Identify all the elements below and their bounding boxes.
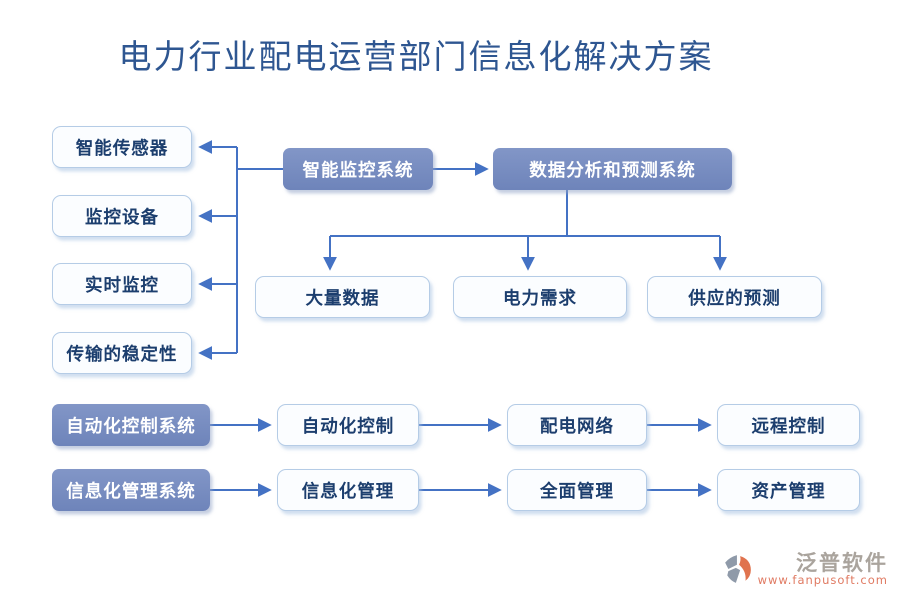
page-title: 电力行业配电运营部门信息化解决方案 bbox=[118, 37, 714, 76]
input-box-transmission-stability: 传输的稳定性 bbox=[52, 332, 192, 374]
step-box-remote-control: 远程控制 bbox=[717, 404, 860, 446]
output-box-big-data: 大量数据 bbox=[255, 276, 430, 318]
system-box-automation-control-system: 自动化控制系统 bbox=[52, 404, 210, 446]
output-box-supply-forecast: 供应的预测 bbox=[647, 276, 822, 318]
brand-logo: 泛普软件 www.fanpusoft.com bbox=[723, 552, 888, 587]
input-box-smart-sensor: 智能传感器 bbox=[52, 126, 192, 168]
brand-name: 泛普软件 bbox=[796, 549, 888, 575]
output-box-power-demand: 电力需求 bbox=[453, 276, 627, 318]
system-box-information-management-system: 信息化管理系统 bbox=[52, 469, 210, 511]
step-box-asset-management: 资产管理 bbox=[717, 469, 860, 511]
input-box-realtime-monitoring: 实时监控 bbox=[52, 263, 192, 305]
hub-box-intelligent-monitoring-system: 智能监控系统 bbox=[283, 148, 433, 190]
input-box-monitoring-equipment: 监控设备 bbox=[52, 195, 192, 237]
step-box-automation-control: 自动化控制 bbox=[277, 404, 419, 446]
brand-text: 泛普软件 www.fanpusoft.com bbox=[758, 552, 888, 587]
brand-website: www.fanpusoft.com bbox=[757, 572, 888, 587]
analysis-box-data-analysis-prediction-system: 数据分析和预测系统 bbox=[493, 148, 732, 190]
step-box-information-management: 信息化管理 bbox=[277, 469, 419, 511]
step-box-distribution-network: 配电网络 bbox=[507, 404, 647, 446]
step-box-comprehensive-management: 全面管理 bbox=[507, 469, 647, 511]
fanpu-logo-icon bbox=[724, 554, 751, 583]
